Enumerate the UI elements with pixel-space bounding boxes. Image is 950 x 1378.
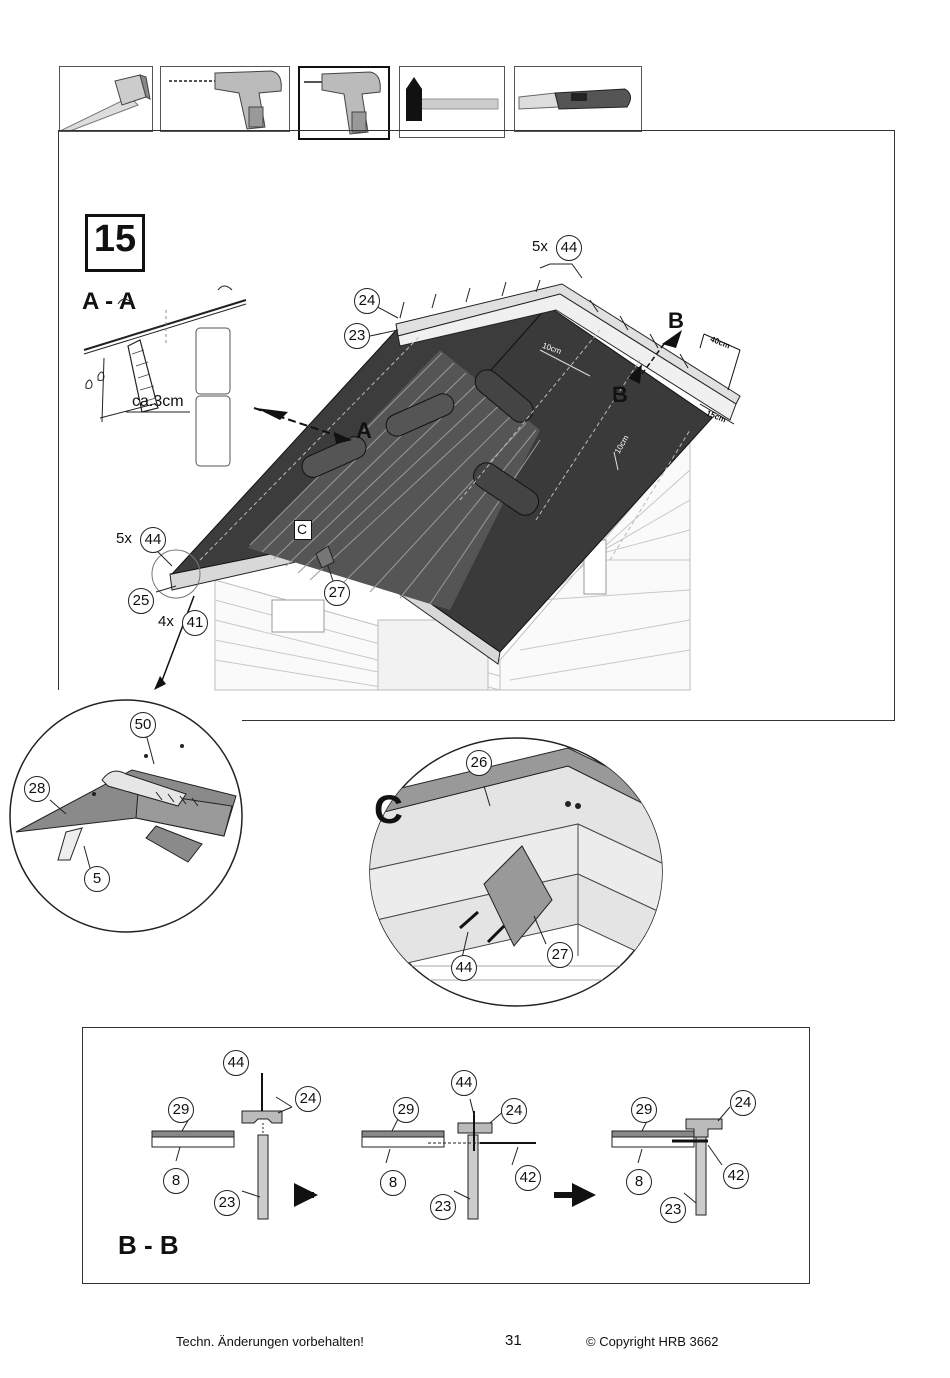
footer-disclaimer: Techn. Änderungen vorbehalten!: [176, 1334, 364, 1349]
bb3-part-23: 23: [660, 1197, 686, 1223]
bb1-part-44: 44: [223, 1050, 249, 1076]
roll-mid: [385, 393, 455, 437]
detail-left-drawing: [9, 699, 243, 933]
section-a-arrow-left: [256, 408, 288, 420]
tool-hammer: [399, 66, 505, 138]
detail-callout-circle: [151, 549, 201, 599]
part-23-ridge: 23: [344, 323, 370, 349]
tool-tape-measure: [59, 66, 153, 132]
eave-count-44: 5x: [116, 530, 132, 547]
section-bb-title: B - B: [118, 1230, 179, 1260]
part-41: 41: [182, 610, 208, 636]
marker-b-top: B: [668, 308, 684, 333]
eave-count-41: 4x: [158, 613, 174, 630]
bb1-part-29: 29: [168, 1097, 194, 1123]
bb2-part-23: 23: [430, 1194, 456, 1220]
roll-lower: [473, 462, 539, 516]
bb3-part-29: 29: [631, 1097, 657, 1123]
bb2-part-42: 42: [515, 1165, 541, 1191]
part-44-ridge: 44: [556, 235, 582, 261]
footer-copyright: © Copyright HRB 3662: [586, 1334, 719, 1349]
part-26: 26: [466, 750, 492, 776]
roof-illustration: [151, 263, 741, 691]
section-b-arrow-top: [662, 330, 682, 348]
ridge-count: 5x: [532, 238, 548, 255]
bb3-part-42: 42: [723, 1163, 749, 1189]
marker-a: A: [356, 418, 372, 443]
tool-screwdriver-drill: [298, 66, 390, 140]
detail-c-drawing: [369, 737, 663, 1007]
bb2-part-8: 8: [380, 1170, 406, 1196]
part-27-detail: 27: [547, 942, 573, 968]
part-5: 5: [84, 866, 110, 892]
detail-pointer-arrowhead: [154, 676, 166, 690]
marker-c-box: [294, 520, 312, 540]
step-arrow-2: [572, 1183, 596, 1207]
roll-upper: [474, 369, 534, 423]
detail-c-title: C: [374, 788, 403, 832]
marker-c: C: [297, 521, 308, 537]
detail-pointer-line: [159, 595, 195, 687]
screwdriver-drill-icon: [304, 71, 381, 135]
marker-b-bottom: B: [612, 382, 628, 407]
part-44-detail: 44: [451, 955, 477, 981]
hammer-icon: [406, 77, 499, 121]
part-27-main: 27: [324, 580, 350, 606]
part-28: 28: [24, 776, 50, 802]
tool-utility-knife: [514, 66, 642, 132]
utility-knife-icon: [518, 88, 631, 110]
section-bb-drawing: [151, 1073, 731, 1220]
bb2-part-44: 44: [451, 1070, 477, 1096]
section-aa-title: A - A: [82, 288, 137, 315]
part-24-ridge: 24: [354, 288, 380, 314]
bb2-part-24: 24: [501, 1098, 527, 1124]
page-number: 31: [505, 1332, 522, 1349]
section-a-arrow-right: [334, 432, 352, 444]
roll-left: [301, 436, 367, 478]
part-50: 50: [130, 712, 156, 738]
part-25: 25: [128, 588, 154, 614]
section-aa-measure: ca.3cm: [132, 393, 184, 410]
bb3-part-24: 24: [730, 1090, 756, 1116]
bracket-27: [315, 545, 335, 569]
bb1-part-24: 24: [295, 1086, 321, 1112]
section-aa-drawing: [83, 285, 247, 467]
step-number-box: [85, 214, 145, 272]
part-44-eave: 44: [140, 527, 166, 553]
step-number: 15: [93, 218, 137, 260]
tape-measure-icon: [60, 74, 151, 131]
bb2-part-29: 29: [393, 1097, 419, 1123]
drill-icon: [169, 70, 282, 130]
bb3-part-8: 8: [626, 1169, 652, 1195]
bb1-part-23: 23: [214, 1190, 240, 1216]
main-illustration-frame: [58, 130, 895, 721]
tool-drill: [160, 66, 290, 132]
ridge-board-23: [397, 293, 737, 421]
window-left: [271, 599, 325, 633]
section-bb-frame: [82, 1027, 810, 1284]
bb1-part-8: 8: [163, 1168, 189, 1194]
